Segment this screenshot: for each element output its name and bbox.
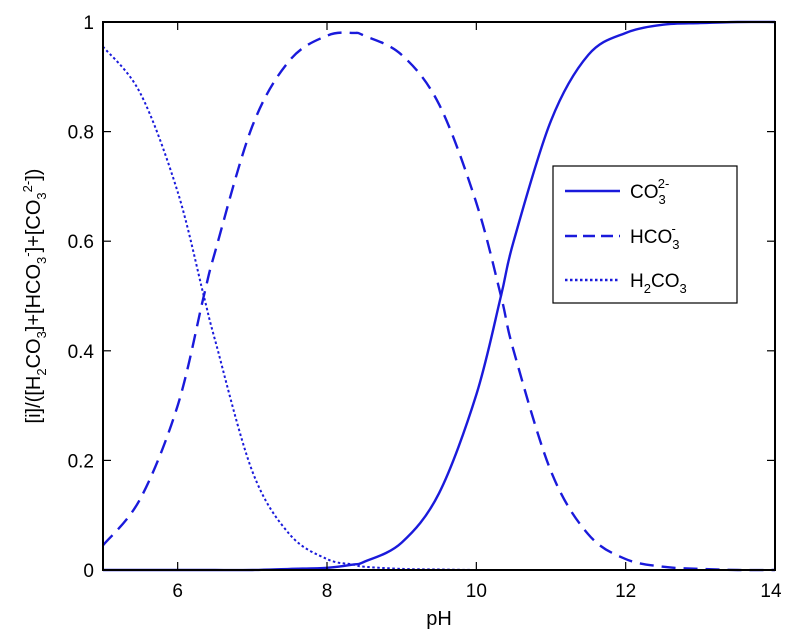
y-tick-label: 0.2 xyxy=(68,451,94,472)
ylabel-superscript: - xyxy=(20,252,35,256)
x-tick-label: 8 xyxy=(322,581,333,602)
x-tick-label: 10 xyxy=(466,581,487,602)
y-tick-label: 0.8 xyxy=(68,123,94,144)
ylabel-part: [i]/([H xyxy=(23,376,45,424)
x-axis-label: pH xyxy=(426,608,452,630)
y-axis-label: [i]/([H2CO3]+[HCO3-]+[CO32-]) xyxy=(20,169,49,424)
ylabel-subscript: 3 xyxy=(34,331,49,338)
x-tick-label: 6 xyxy=(172,581,183,602)
ylabel-part: ]) xyxy=(23,169,45,181)
ylabel-part: ]+[CO xyxy=(23,200,45,253)
legend-box xyxy=(552,165,738,304)
ticks-layer: 6 8 10 12 14 0 0.2 0.4 0.6 0.8 1 xyxy=(68,13,782,602)
series-line-1 xyxy=(102,31,776,572)
plot-frame xyxy=(102,21,776,571)
legend: CO32- HCO3- H2CO3 xyxy=(552,165,738,304)
legend-label-h2co3: H2CO3 xyxy=(630,271,687,296)
ylabel-part: ]+[HCO xyxy=(23,264,45,331)
x-tick-label: 12 xyxy=(615,581,636,602)
x-tick-label: 14 xyxy=(760,581,782,602)
ylabel-superscript: 2- xyxy=(20,181,35,193)
legend-label-hco3: HCO3- xyxy=(630,221,679,252)
ylabel-subscript: 2 xyxy=(34,368,49,375)
legend-label-co3: CO32- xyxy=(630,176,669,207)
y-tick-label: 0 xyxy=(83,561,94,582)
y-tick-label: 0.4 xyxy=(68,342,95,363)
y-tick-label: 0.6 xyxy=(68,232,94,253)
ylabel-subscript: 3 xyxy=(34,257,49,264)
y-tick-label: 1 xyxy=(83,13,94,34)
ylabel-subscript: 3 xyxy=(34,192,49,199)
ylabel-part: CO xyxy=(23,338,45,368)
